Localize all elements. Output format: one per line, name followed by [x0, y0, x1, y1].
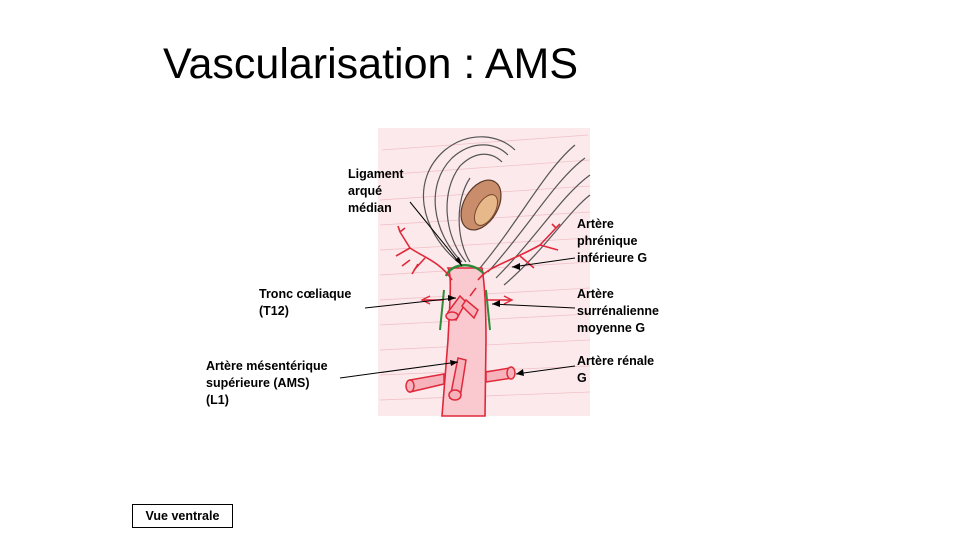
label-line: Artère	[577, 217, 614, 231]
median-arcuate-ligament-icon	[444, 264, 485, 277]
label-line: G	[577, 371, 587, 385]
label-line: phrénique	[577, 234, 638, 248]
label-artere-phrenique: Artère phrénique inférieure G	[577, 216, 647, 267]
label-line: médian	[348, 201, 392, 215]
label-line: Artère mésentérique	[206, 359, 328, 373]
label-line: supérieure (AMS)	[206, 376, 310, 390]
label-line: moyenne G	[577, 321, 646, 335]
label-tronc-coeliaque: Tronc cœliaque (T12)	[259, 286, 351, 320]
label-line: arqué	[348, 184, 383, 198]
label-line: Ligament	[348, 167, 404, 181]
label-line: surrénalienne	[577, 304, 659, 318]
view-orientation-box: Vue ventrale	[132, 504, 233, 528]
leader-arrowheads	[448, 257, 524, 376]
label-line: Tronc cœliaque	[259, 287, 352, 301]
slide-title: Vascularisation : AMS	[163, 40, 579, 88]
label-artere-mesenterique: Artère mésentérique supérieure (AMS) (L1…	[206, 358, 328, 409]
label-artere-surrenalienne: Artère surrénalienne moyenne G	[577, 286, 659, 337]
label-artere-renale: Artère rénale G	[577, 353, 654, 387]
label-ligament-arque-median: Ligament arqué médian	[348, 166, 404, 217]
esophagus-icon	[460, 179, 502, 231]
diaphragm-crura	[423, 136, 591, 286]
superior-mesenteric-artery-icon	[448, 357, 467, 401]
label-line: inférieure G	[577, 251, 648, 265]
leader-lines	[339, 201, 576, 379]
label-line: (T12)	[259, 304, 289, 318]
label-line: Artère rénale	[577, 354, 655, 368]
renal-arteries-icon	[405, 366, 516, 393]
label-line: Artère	[577, 287, 614, 301]
label-line: (L1)	[206, 393, 229, 407]
inferior-phrenic-arteries-icon	[395, 223, 561, 281]
celiac-trunk-icon	[445, 287, 479, 322]
